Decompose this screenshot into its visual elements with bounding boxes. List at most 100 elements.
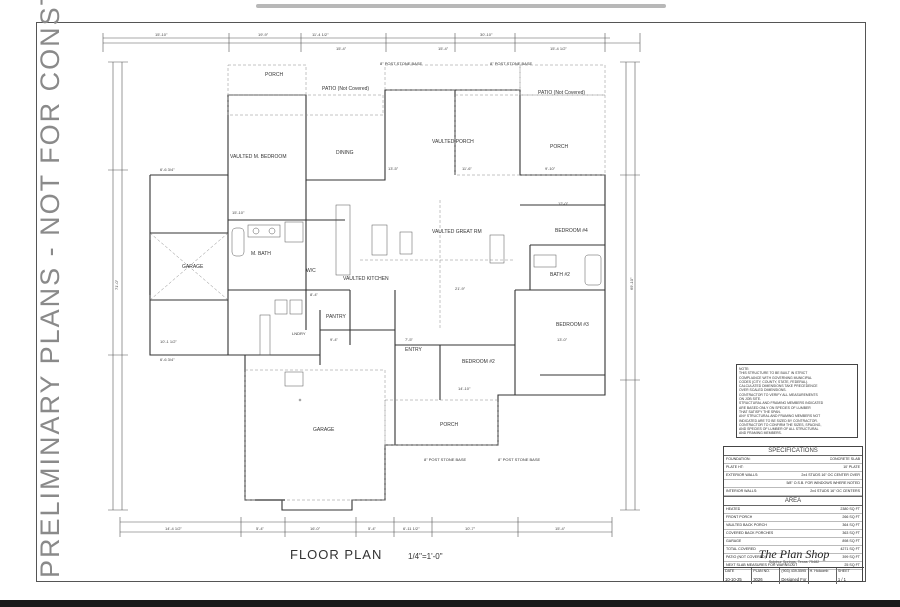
note-line: CALCULATED DIMENSIONS TAKE PRECEDENCE (739, 384, 818, 389)
plan-no-cell: PLAN NO.3026 (752, 568, 781, 584)
plan-no-value: 3026 (753, 577, 763, 582)
dim-bottom-6: 10'-7" (465, 526, 476, 531)
area-label: COVERED BACK PORCHES (726, 531, 774, 535)
dim-misc-5: 12'-0" (558, 201, 569, 206)
spec-label: INTERIOR WALLS: (726, 489, 758, 493)
note-line: COMPLIANCE WITH GOVERNING MUNICIPAL (739, 375, 812, 380)
company-phone: (903) 439-5595 (781, 569, 806, 573)
post-stone-base-2: 8" POST STONE BASE (490, 61, 533, 66)
area-row: HEATED 2380 SQ FT (724, 506, 862, 514)
plan-title: FLOOR PLAN (290, 547, 383, 562)
dim-misc-3: 10'-1 1/2" (160, 339, 177, 344)
note-line: ARE BASED ONLY ON SPECIES OF LUMBER (739, 405, 811, 410)
dim-right-overall: 69'-10" (629, 277, 634, 290)
room-entry: ENTRY (405, 347, 423, 353)
room-bedroom-3: BEDROOM #3 (556, 322, 589, 328)
note-line: CONTRACTOR TO VERIFY ALL MEASUREMENTS (739, 392, 818, 397)
area-label: FRONT PORCH (726, 515, 753, 519)
plan-scale: 1/4"=1'-0" (408, 552, 443, 561)
room-laundry: LNDRY (292, 331, 306, 336)
dim-top-5: 30'-10" (480, 32, 493, 37)
drawing-sheet: PRELIMINARY PLANS - NOT FOR CONSTRUCTION (35, 0, 866, 582)
dim-top-7: 15'-4 1/2" (550, 46, 567, 51)
area-value: 363 SQ FT (842, 531, 860, 535)
dim-top-2: 19'-9" (258, 32, 269, 37)
area-row: PATIO (NOT COVERED) 399 SQ FT (724, 554, 862, 562)
note-line: ANY STRUCTURAL AND FRAMING MEMBERS NOT (739, 414, 821, 419)
room-porch-left: PORCH (265, 72, 283, 78)
sheet-of-value: 1 (843, 577, 846, 582)
dim-misc-6: 13'-0" (557, 337, 568, 342)
room-bath-2: BATH #2 (550, 272, 570, 278)
note-line: THAT SATISFY THE SPAN. (739, 409, 781, 414)
area-label: HEATED (726, 507, 741, 511)
client-cell: H. Holcomb (809, 568, 837, 584)
spec-value: 2x4 STUDS 16" OC CENTERS (810, 489, 860, 493)
post-stone-base-3: 8" POST STONE BASE (424, 457, 467, 462)
dim-bottom-3: 16'-0" (310, 526, 321, 531)
specifications-heading: SPECIFICATIONS (724, 447, 862, 456)
spec-value: 2x4 STUDS 16" OC CENTER OVER (801, 473, 860, 477)
area-value: 399 SQ FT (842, 555, 860, 559)
note-line: THIS STRUCTURE TO BE BUILT IN STRICT (739, 371, 808, 376)
designed-for-label: Designed For (781, 577, 807, 582)
dim-misc-11: 8'-4" (310, 292, 319, 297)
area-value: 4271 SQ FT (840, 547, 860, 551)
note-line: CODES (CITY, COUNTY, STATE, FEDERAL). (739, 379, 809, 384)
dim-bottom-2: 5'-4" (256, 526, 265, 531)
spec-label: FOUNDATION: (726, 457, 751, 461)
dim-misc-2: 15'-10" (232, 210, 245, 215)
date-label: DATE (725, 569, 735, 573)
room-dining: DINING (336, 150, 354, 156)
area-label: VAULTED BACK PORCH (726, 523, 767, 527)
note-line: STRUCTURAL AND FRAMING MEMBERS INDICATED (739, 401, 824, 406)
notes-heading: NOTE: (739, 367, 750, 371)
spec-row: PLATE HT:10' PLATE (724, 464, 862, 472)
room-vaulted-m-bedroom: VAULTED M. BEDROOM (230, 154, 287, 160)
sheet-label: SHEET (837, 569, 850, 573)
window-scroll-indicator[interactable] (256, 4, 666, 8)
dim-top-1: 15'-10" (155, 32, 168, 37)
area-value: 898 SQ FT (842, 539, 860, 543)
room-vaulted-great-rm: VAULTED GREAT RM (432, 229, 482, 235)
dim-misc-9: 9'-4" (330, 337, 339, 342)
room-patio-1: PATIO (Not Covered) (322, 86, 369, 92)
sheet-value: 1 (837, 577, 841, 582)
note-line: ON JOB SITE. (739, 397, 762, 402)
note-line: AND FRAMING MEMBERS. (739, 431, 782, 436)
dim-misc-7: 14'-10" (458, 386, 471, 391)
bottom-bar (0, 600, 900, 607)
title-block: SPECIFICATIONS FOUNDATION:CONCRETE SLAB … (723, 446, 864, 584)
room-vaulted-kitchen: VAULTED KITCHEN (343, 276, 389, 282)
spec-row: EXTERIOR WALLS: 2x4 STUDS 16" OC CENTER O… (724, 472, 862, 480)
area-label: NEXT SLAB MEASURES FOR WARNSOUT (726, 563, 798, 567)
dim-top-3: 15'-4" (336, 46, 347, 51)
area-row: COVERED BACK PORCHES 363 SQ FT (724, 530, 862, 538)
room-m-bath: M. BATH (251, 251, 271, 257)
dim-left-overall: 71'-0" (114, 279, 119, 290)
spec-value: 5/8" O.S.B. FOR WINDOWS WHERE NOTED (786, 481, 860, 485)
dim-misc-13: 11'-6" (462, 166, 472, 171)
client-name: H. Holcomb (809, 569, 829, 573)
dim-bottom-7: 15'-4" (555, 526, 566, 531)
room-patio-2: PATIO (Not Covered) (538, 90, 585, 96)
area-value: 2380 SQ FT (840, 507, 860, 511)
spec-label: EXTERIOR WALLS: (726, 473, 759, 477)
spec-row: 5/8" O.S.B. FOR WINDOWS WHERE NOTED (724, 480, 862, 488)
company-address-text: Sulphur Springs, Texas 75482 (768, 560, 820, 564)
spec-row: FOUNDATION:CONCRETE SLAB (724, 456, 862, 464)
room-garage-left: GARAGE (182, 264, 204, 270)
dim-top-6: 15'-4" (438, 46, 449, 51)
room-vaulted-porch: VAULTED PORCH (432, 139, 474, 145)
dim-bottom-1: 14'-4 1/2" (165, 526, 182, 531)
general-notes: NOTE: THIS STRUCTURE TO BE BUILT IN STRI… (736, 364, 858, 438)
dim-bottom-4: 5'-4" (368, 526, 377, 531)
sheet-number: 1 / 1 (837, 577, 846, 582)
post-stone-base-4: 8" POST STONE BASE (498, 457, 541, 462)
area-label: PATIO (NOT COVERED) (726, 555, 766, 559)
